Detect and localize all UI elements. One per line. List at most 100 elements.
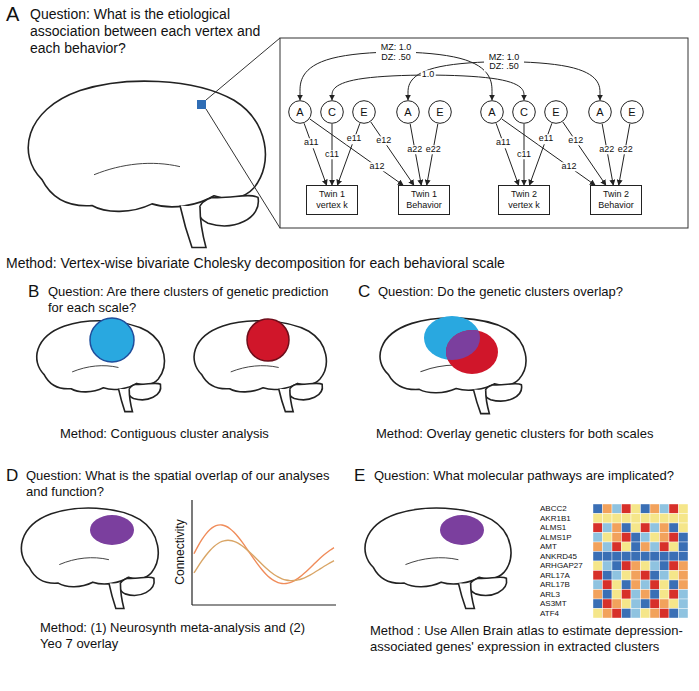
heatmap-cell — [669, 504, 679, 514]
heatmap-cell — [593, 571, 603, 581]
heatmap-cell — [669, 571, 679, 581]
path-label: 1.0 — [421, 70, 436, 79]
heatmap-cell — [612, 609, 622, 619]
circle-shape — [429, 101, 452, 124]
path-label: e11 — [538, 135, 554, 144]
heatmap-cell — [612, 552, 622, 562]
heatmap-cell — [593, 590, 603, 600]
heatmap-cell — [631, 504, 641, 514]
connectivity-curve — [194, 525, 334, 584]
heatmap-cell — [641, 504, 651, 514]
heatmap-cell — [593, 561, 603, 571]
heatmap-cell — [669, 523, 679, 533]
gene-name: ATF4 — [540, 609, 559, 619]
gene-name: ARL17A — [540, 571, 570, 581]
circle-shape — [621, 101, 644, 124]
path-label: e11 — [346, 135, 362, 144]
heatmap-cell — [603, 542, 613, 552]
heatmap-cell — [612, 561, 622, 571]
question-text: Question: Do the genetic clusters overla… — [378, 284, 678, 300]
gene-name: ARL17B — [540, 580, 570, 590]
heatmap-cell — [603, 580, 613, 590]
observed-box: Twin 2 vertex k — [498, 185, 550, 215]
heatmap-cell — [631, 561, 641, 571]
node-text: A — [288, 100, 312, 124]
latent-circle: C — [512, 100, 536, 124]
heatmap-cell — [679, 523, 689, 533]
heatmap-cell — [593, 542, 603, 552]
path-label: a22 — [598, 145, 615, 154]
heatmap-cell — [603, 571, 613, 581]
method-text: Method: Contiguous cluster analysis — [60, 426, 340, 442]
observed-box: Twin 2 Behavior — [590, 185, 642, 215]
heatmap-cell — [669, 599, 679, 609]
red-cluster — [247, 319, 289, 361]
heatmap-cell — [603, 609, 613, 619]
brain-outline — [21, 508, 158, 608]
heatmap-cell — [631, 533, 641, 543]
heatmap-cell — [641, 552, 651, 562]
node-text: Twin 1 vertex k — [309, 189, 355, 211]
method-text: Method: Vertex-wise bivariate Cholesky d… — [6, 255, 686, 272]
circle-shape — [589, 101, 612, 124]
heatmap-cell — [669, 580, 679, 590]
heatmap-cell — [612, 523, 622, 533]
heatmap-cell — [631, 542, 641, 552]
latent-circle: C — [320, 100, 344, 124]
heatmap-cell — [603, 514, 613, 524]
heatmap-cell — [612, 542, 622, 552]
heatmap-cell — [660, 542, 670, 552]
circle-shape — [513, 101, 536, 124]
heatmap-cell — [650, 571, 660, 581]
heatmap-cell — [650, 599, 660, 609]
heatmap-cell — [679, 590, 689, 600]
node-text: C — [320, 100, 344, 124]
heatmap-cell — [641, 514, 651, 524]
heatmap-cell — [622, 609, 632, 619]
latent-circle: A — [396, 100, 420, 124]
method-text: Method: (1) Neurosynth meta-analysis and… — [40, 620, 330, 651]
heatmap-cell — [650, 580, 660, 590]
path-arrow — [337, 123, 360, 185]
heatmap-cell — [603, 561, 613, 571]
path-arrow — [619, 124, 630, 185]
path-label: a12 — [560, 162, 577, 171]
heatmap-cell — [622, 542, 632, 552]
heatmap-cell — [593, 552, 603, 562]
heatmap-cell — [603, 590, 613, 600]
heatmap-cell — [641, 580, 651, 590]
heatmap-cell — [622, 523, 632, 533]
heatmap-cell — [631, 552, 641, 562]
node-text: E — [544, 100, 568, 124]
path-arrow — [529, 123, 552, 185]
heatmap-cell — [612, 571, 622, 581]
heatmap-cell — [622, 561, 632, 571]
heatmap-cell — [669, 609, 679, 619]
heatmap-cell — [603, 504, 613, 514]
brain-outline — [28, 81, 265, 247]
gene-name: ALMS1P — [540, 533, 572, 543]
heatmap-cell — [603, 523, 613, 533]
panel-letter: D — [6, 466, 18, 486]
heatmap-cell — [679, 571, 689, 581]
heatmap-cell — [679, 514, 689, 524]
heatmap-cell — [631, 514, 641, 524]
heatmap-cell — [593, 514, 603, 524]
heatmap-cell — [622, 504, 632, 514]
heatmap-cell — [603, 533, 613, 543]
node-text: A — [588, 100, 612, 124]
path-label: MZ: 1.0 DZ: .50 — [484, 52, 524, 71]
heatmap-cell — [650, 542, 660, 552]
method-text: Method: Overlay genetic clusters for bot… — [376, 426, 688, 442]
heatmap-cell — [603, 599, 613, 609]
heatmap-cell — [641, 571, 651, 581]
latent-circle: E — [620, 100, 644, 124]
heatmap-cell — [669, 514, 679, 524]
zoom-line — [206, 109, 280, 228]
heatmap-cell — [641, 599, 651, 609]
path-label: a11 — [495, 138, 511, 147]
heatmap-cell — [660, 580, 670, 590]
heatmap-cell — [612, 533, 622, 543]
heatmap-cell — [631, 571, 641, 581]
heatmap-cell — [641, 542, 651, 552]
